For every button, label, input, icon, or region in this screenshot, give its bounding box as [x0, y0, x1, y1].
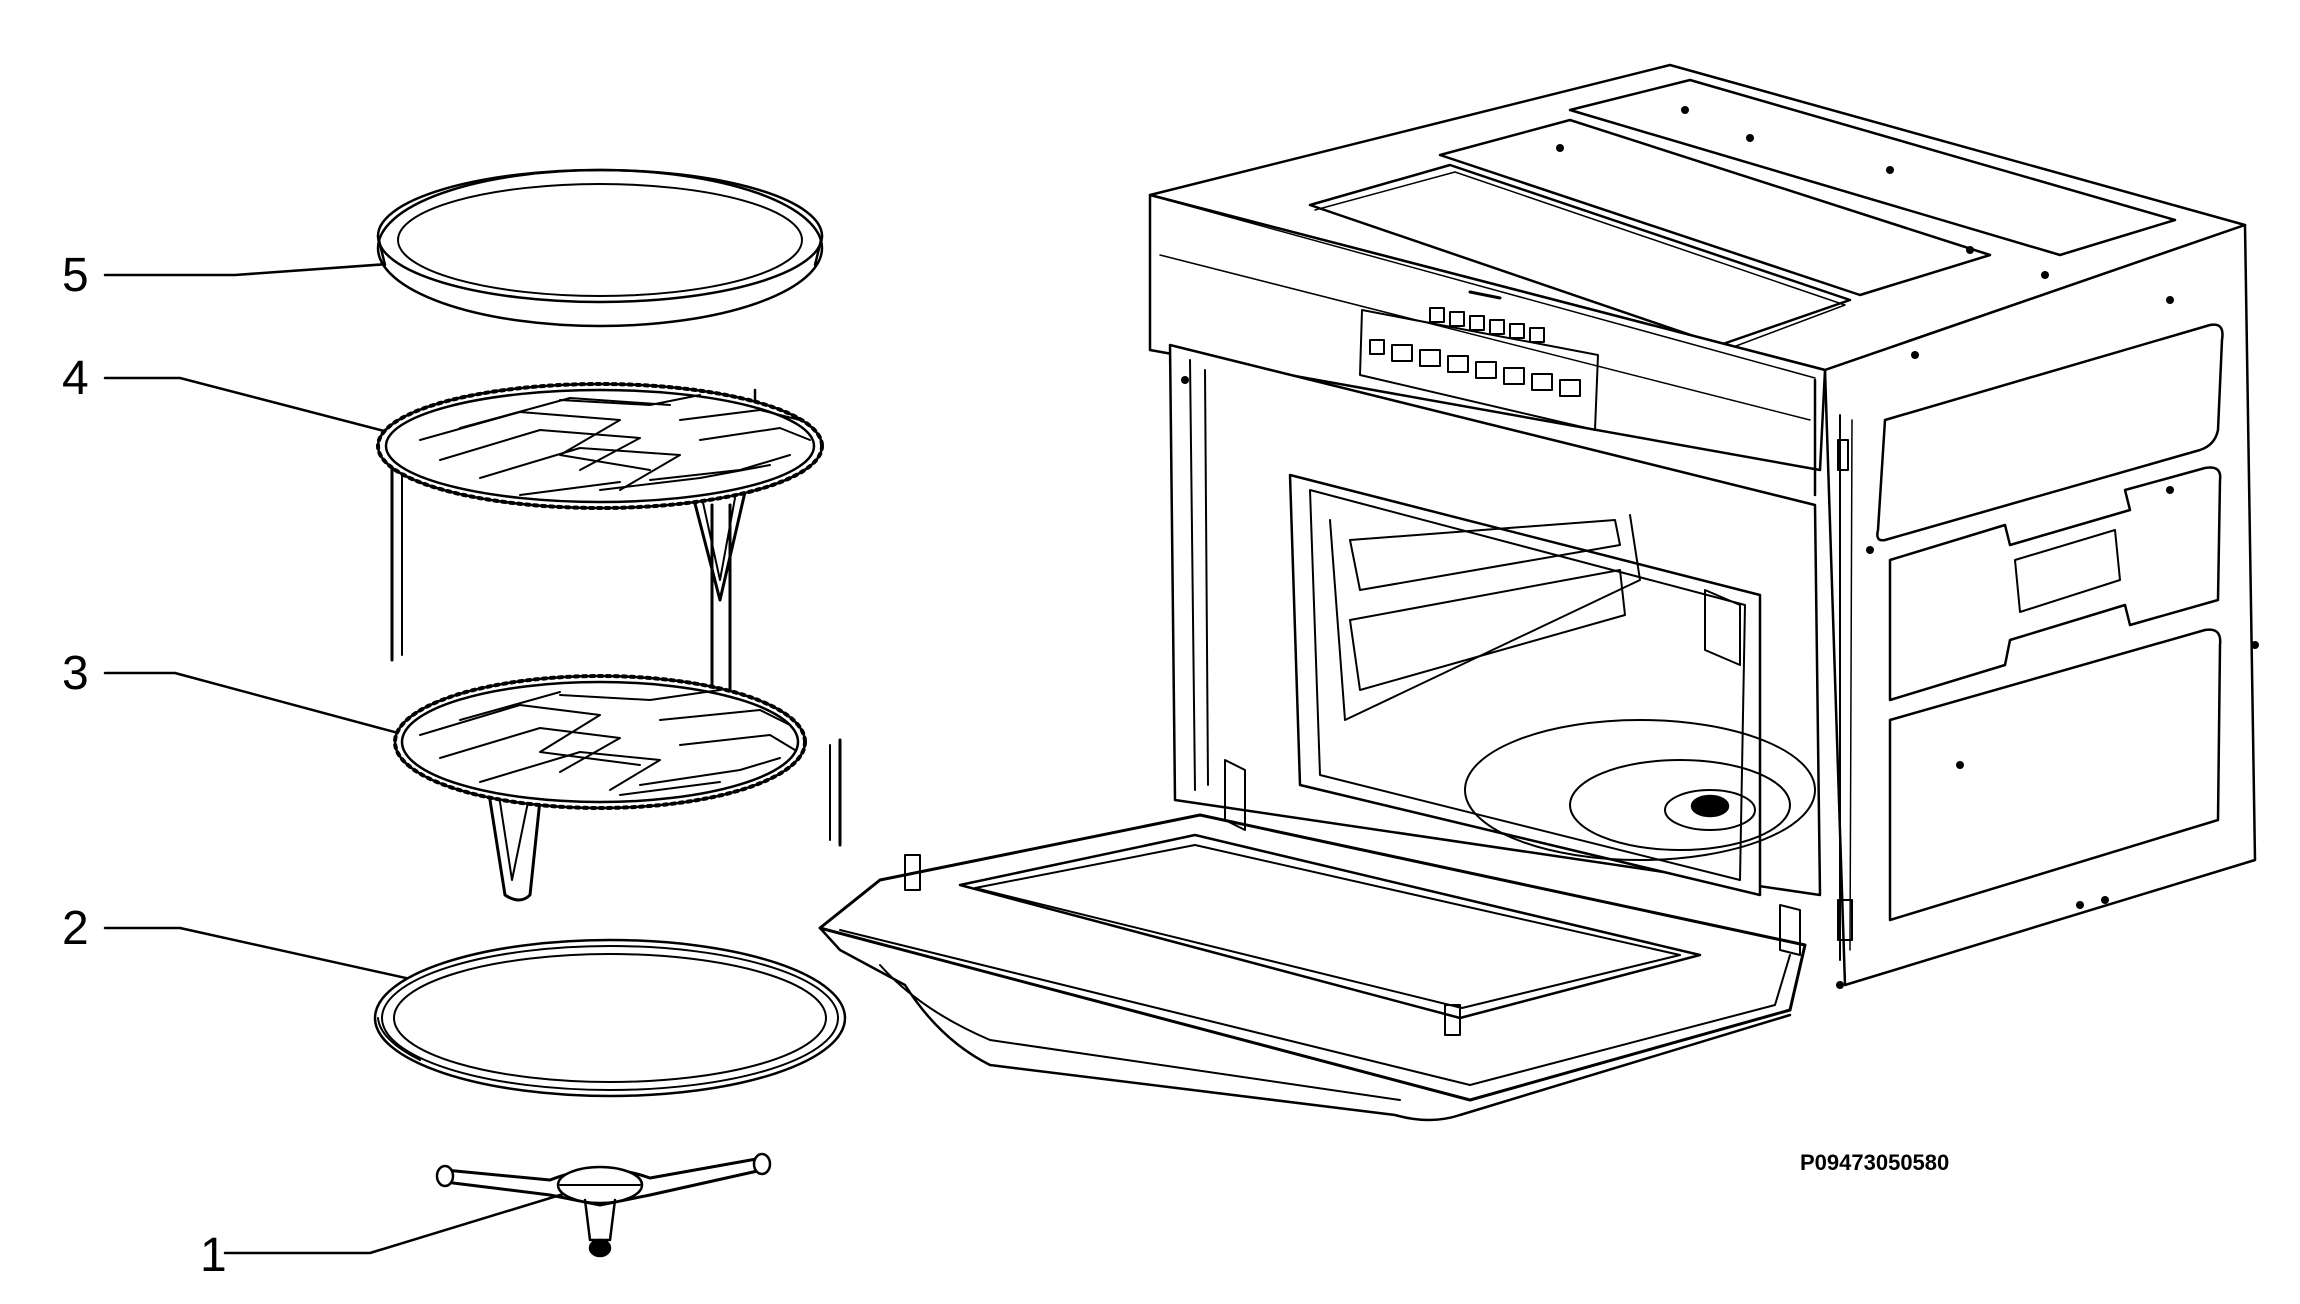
leader-line-1: [223, 1190, 572, 1255]
roller-support: [435, 1152, 772, 1258]
crisp-plate: [376, 168, 824, 328]
oven-front-frame: [1148, 193, 1827, 472]
callout-number-3: 3: [62, 647, 89, 700]
callout-number-4: 4: [62, 352, 89, 405]
control-panel: [1359, 290, 1599, 431]
part-code-label: P09473050580: [1800, 1150, 1950, 1175]
callout-number-2: 2: [62, 902, 89, 955]
low-rack: [393, 674, 842, 902]
oven-body: [1148, 63, 2257, 987]
oven-door: [818, 759, 1807, 1122]
leader-line-3: [103, 671, 482, 757]
callout-number-5: 5: [62, 249, 89, 302]
leader-line-2: [103, 926, 507, 1002]
callout-number-1: 1: [200, 1229, 227, 1282]
glass-tray: [373, 938, 847, 1098]
oven-cavity: [1288, 473, 1762, 897]
high-rack: [376, 382, 824, 708]
screws: [1181, 106, 2259, 989]
